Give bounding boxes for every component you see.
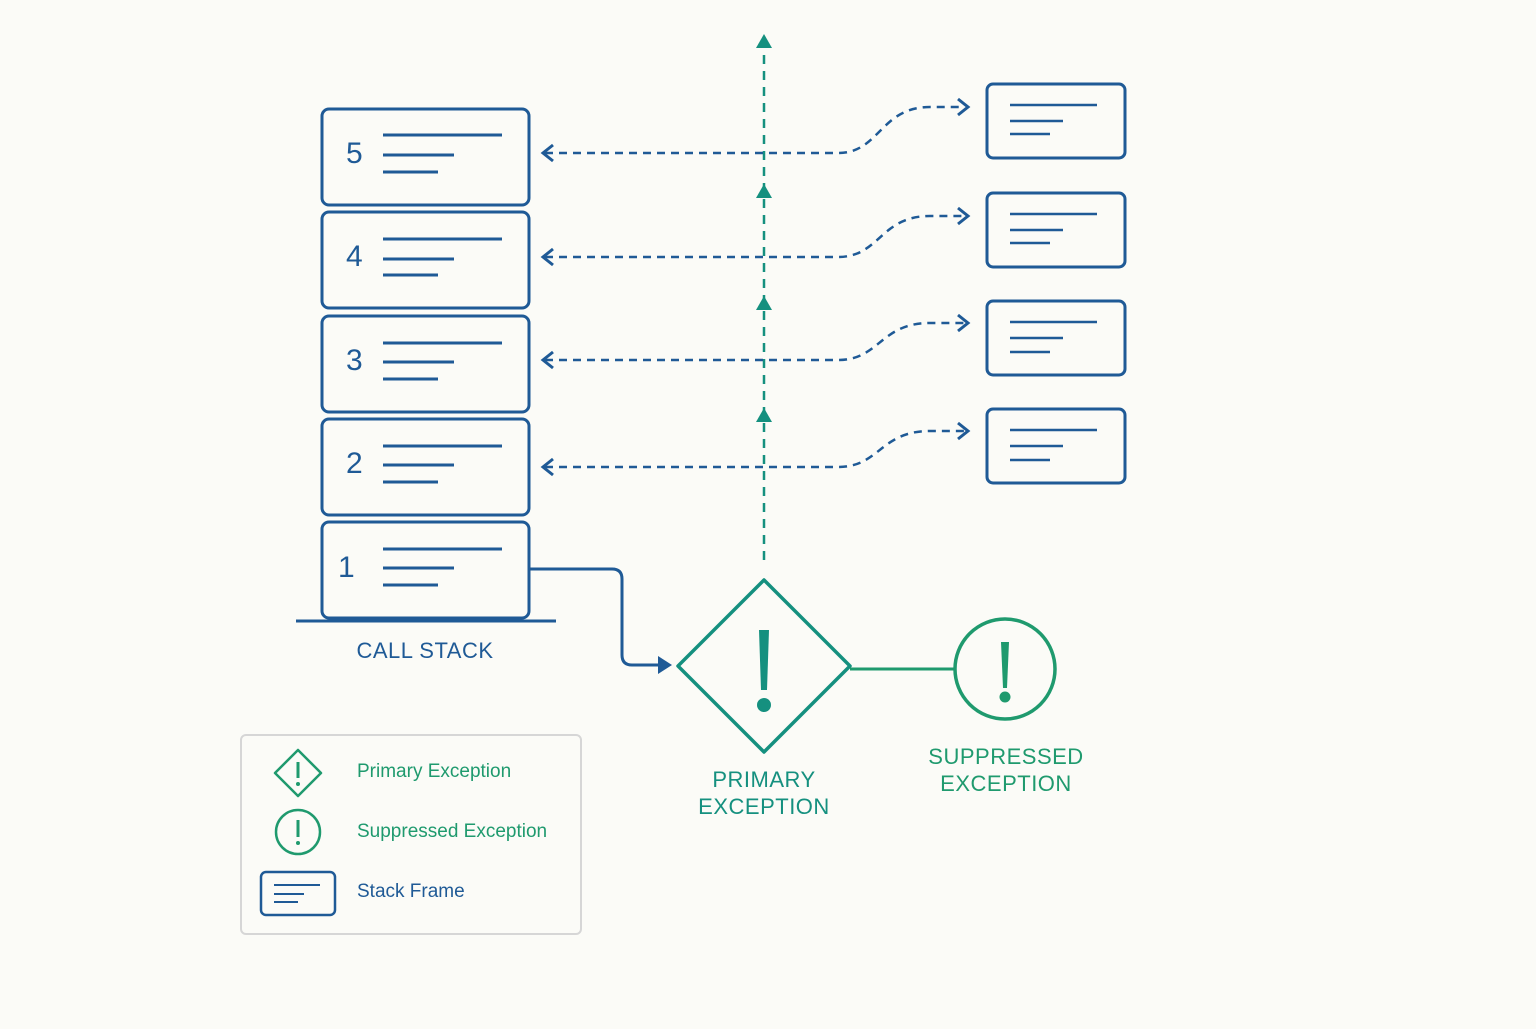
throw-connector xyxy=(530,567,672,674)
stack-frame-icon xyxy=(259,870,337,917)
left-arrowhead xyxy=(540,457,554,477)
propagation-arrowhead xyxy=(756,184,772,198)
legend xyxy=(240,734,582,935)
connector-arrowheads xyxy=(540,97,971,477)
right-arrowhead xyxy=(957,206,971,226)
connector-frame-5 xyxy=(545,105,964,155)
throw-arrowhead xyxy=(658,656,672,674)
frame-connectors xyxy=(545,105,964,469)
legend-primary-label: Primary Exception xyxy=(357,761,512,782)
left-arrowhead xyxy=(540,350,554,370)
exclamation-icon xyxy=(1001,642,1009,688)
frame-number: 2 xyxy=(346,447,363,480)
frame-number: 4 xyxy=(346,240,363,273)
right-arrowhead xyxy=(957,313,971,333)
call-stack-label: CALL STACK xyxy=(356,638,494,663)
propagation-arrowhead xyxy=(756,34,772,48)
circle-exclamation-icon xyxy=(274,808,322,856)
connector-frame-4 xyxy=(545,214,964,259)
suppressed-exception-label: SUPPRESSED EXCEPTION xyxy=(928,744,1084,796)
right-arrowhead xyxy=(957,97,971,117)
frame-number: 3 xyxy=(346,344,363,377)
stack-frame-3[interactable]: 3 xyxy=(320,314,531,414)
primary-exception-label: PRIMARY EXCEPTION xyxy=(698,767,830,819)
suppressed-frame-box[interactable] xyxy=(985,299,1127,377)
call-stack: 5 4 3 2 1 xyxy=(296,107,556,623)
stack-frame-5[interactable]: 5 xyxy=(320,107,531,207)
stack-frame-2[interactable]: 2 xyxy=(320,417,531,517)
suppressed-frame-box[interactable] xyxy=(985,191,1127,269)
frame-number: 5 xyxy=(346,137,363,170)
diamond-exclamation-icon xyxy=(273,748,323,798)
propagation-arrowhead xyxy=(756,408,772,422)
stack-frame-4[interactable]: 4 xyxy=(320,210,531,310)
right-arrowhead xyxy=(957,421,971,441)
legend-suppressed-label: Suppressed Exception xyxy=(357,821,548,842)
propagation-path xyxy=(756,34,772,560)
connector-frame-3 xyxy=(545,321,964,362)
left-arrowhead xyxy=(540,143,554,163)
primary-exception-diamond[interactable] xyxy=(676,578,852,754)
suppressed-frames xyxy=(985,82,1127,485)
suppressed-frame-box[interactable] xyxy=(985,82,1127,160)
left-arrowhead xyxy=(540,247,554,267)
suppressed-exception-circle[interactable] xyxy=(953,617,1057,721)
frame-number: 1 xyxy=(338,551,355,584)
legend-stack-frame-label: Stack Frame xyxy=(357,881,465,902)
stack-frame-1[interactable]: 1 xyxy=(320,520,531,620)
propagation-arrowhead xyxy=(756,296,772,310)
connector-frame-2 xyxy=(545,429,964,469)
exclamation-icon xyxy=(759,630,769,690)
suppressed-frame-box[interactable] xyxy=(985,407,1127,485)
